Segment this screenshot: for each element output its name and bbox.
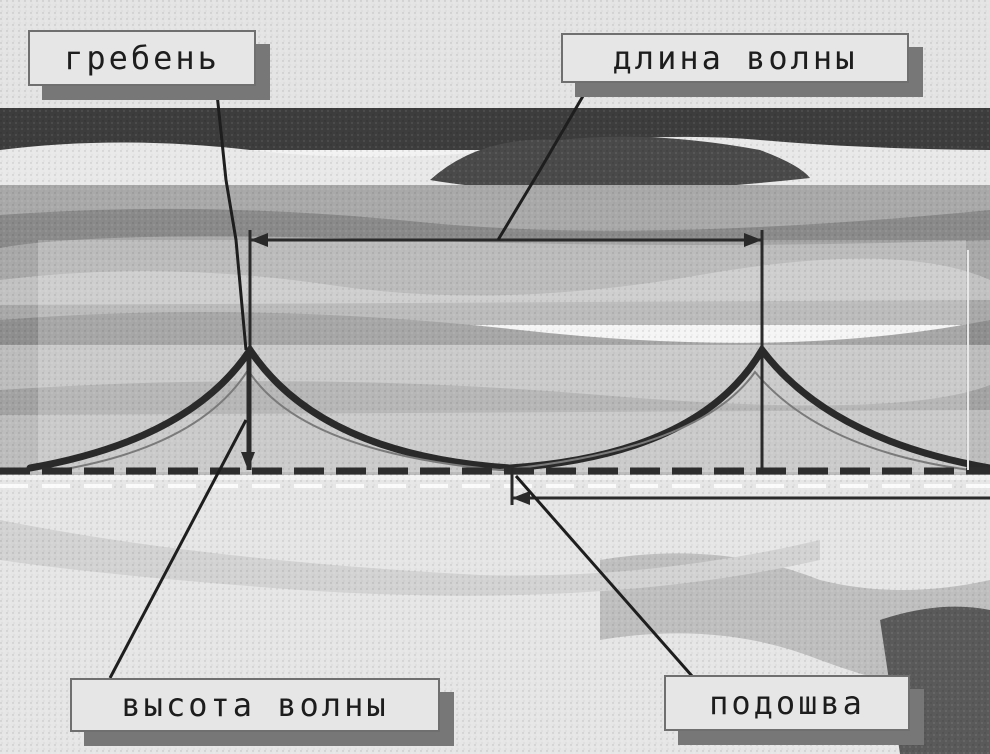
wavelength-label: длина волны [561,33,909,83]
wavelength-arrowhead-right [744,233,762,247]
wave-height-label: высота волны [70,678,440,732]
trough-leader [514,475,694,677]
wave-height-leader [108,419,248,679]
wave-height-arrowhead [241,452,255,470]
crest-label: гребень [28,30,256,86]
wavelength-leader [496,83,592,241]
crest-leader [214,83,248,351]
wavelength-arrowhead-left [250,233,268,247]
trough-arrowhead [512,491,530,505]
wave-profile-shadow [59,368,971,472]
trough-label: подошва [664,675,910,731]
